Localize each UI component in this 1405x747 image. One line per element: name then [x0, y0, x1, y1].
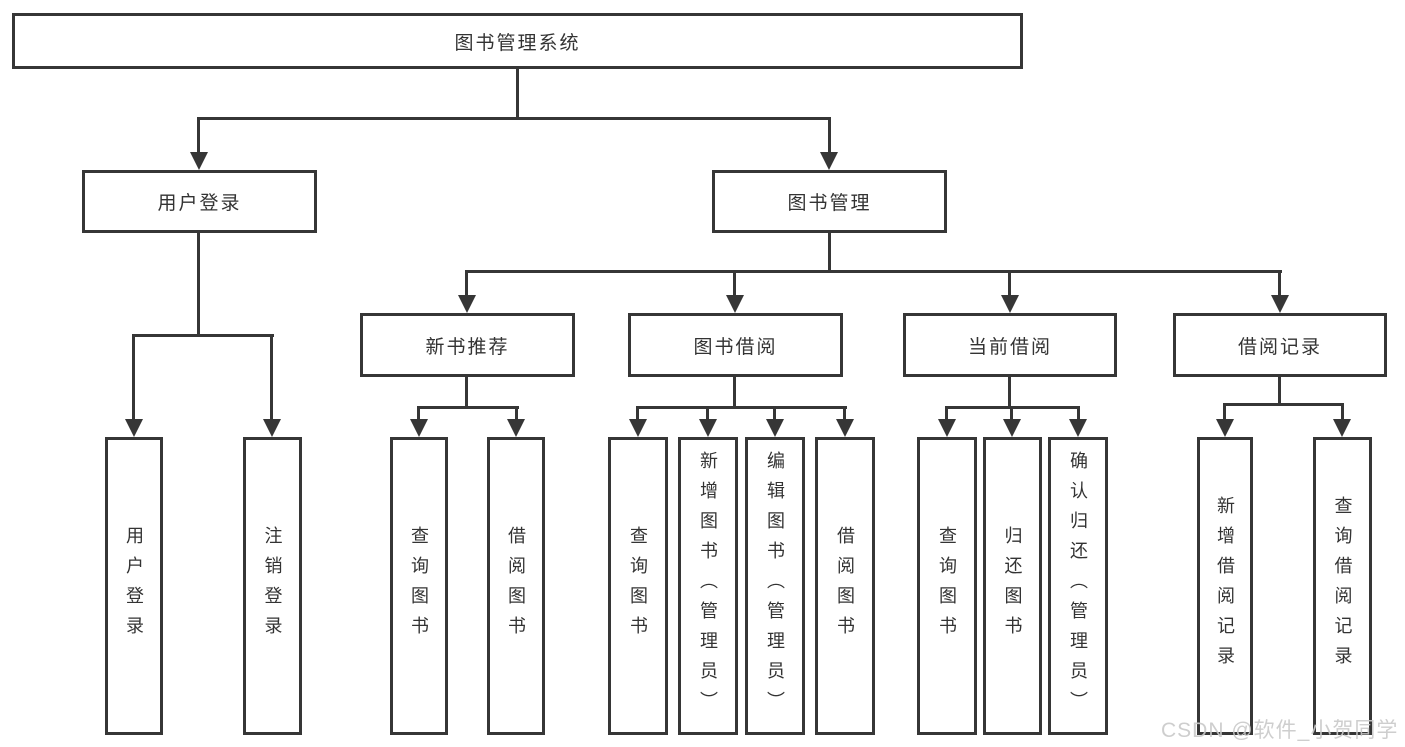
- connector-line: [1278, 270, 1281, 298]
- arrow-down-icon: [190, 152, 208, 170]
- node-book-borrowing: 图书借阅: [628, 313, 843, 377]
- connector-line: [132, 334, 274, 337]
- connector-line: [636, 406, 847, 409]
- node-leaf-add-book-admin: 新增图书（管理员）: [678, 437, 738, 735]
- arrow-down-icon: [820, 152, 838, 170]
- connector-line: [1008, 270, 1011, 298]
- node-leaf-query-books-recommend: 查询图书: [390, 437, 448, 735]
- connector-line: [733, 270, 736, 298]
- arrow-down-icon: [938, 419, 956, 437]
- connector-line: [465, 270, 468, 298]
- node-leaf-edit-book-admin: 编辑图书（管理员）: [745, 437, 805, 735]
- arrow-down-icon: [1333, 419, 1351, 437]
- connector-line: [828, 233, 831, 273]
- arrow-down-icon: [507, 419, 525, 437]
- connector-line: [1341, 403, 1344, 421]
- connector-line: [1008, 377, 1011, 409]
- node-leaf-borrow-books: 借阅图书: [815, 437, 875, 735]
- connector-line: [1010, 406, 1013, 421]
- connector-line: [945, 406, 948, 421]
- connector-line: [132, 334, 135, 422]
- watermark-text: CSDN @软件_小贺同学: [1161, 719, 1399, 742]
- connector-line: [465, 270, 1282, 273]
- arrow-down-icon: [726, 295, 744, 313]
- arrow-down-icon: [410, 419, 428, 437]
- node-user-login: 用户登录: [82, 170, 317, 233]
- node-leaf-query-books-current: 查询图书: [917, 437, 977, 735]
- arrow-down-icon: [125, 419, 143, 437]
- connector-line: [197, 233, 200, 337]
- arrow-down-icon: [766, 419, 784, 437]
- node-new-book-recommend: 新书推荐: [360, 313, 575, 377]
- connector-line: [197, 117, 200, 154]
- connector-line: [197, 117, 831, 120]
- node-leaf-return-books: 归还图书: [983, 437, 1042, 735]
- node-library-system: 图书管理系统: [12, 13, 1023, 69]
- arrow-down-icon: [1216, 419, 1234, 437]
- connector-line: [515, 406, 518, 421]
- connector-line: [733, 377, 736, 409]
- connector-line: [1223, 403, 1344, 406]
- connector-line: [1223, 403, 1226, 421]
- arrow-down-icon: [263, 419, 281, 437]
- node-book-management: 图书管理: [712, 170, 947, 233]
- connector-line: [270, 334, 273, 422]
- arrow-down-icon: [1271, 295, 1289, 313]
- connector-line: [465, 377, 468, 409]
- node-leaf-query-books-borrowing: 查询图书: [608, 437, 668, 735]
- connector-line: [636, 406, 639, 421]
- node-leaf-confirm-return-admin: 确认归还（管理员）: [1048, 437, 1108, 735]
- node-leaf-query-borrow-record: 查询借阅记录: [1313, 437, 1372, 735]
- arrow-down-icon: [1069, 419, 1087, 437]
- connector-line: [773, 406, 776, 421]
- node-current-borrowing: 当前借阅: [903, 313, 1117, 377]
- connector-line: [1278, 377, 1281, 406]
- connector-line: [1077, 406, 1080, 421]
- connector-line: [417, 406, 420, 421]
- arrow-down-icon: [458, 295, 476, 313]
- arrow-down-icon: [629, 419, 647, 437]
- node-leaf-user-login: 用户登录: [105, 437, 163, 735]
- arrow-down-icon: [1003, 419, 1021, 437]
- connector-line: [417, 406, 519, 409]
- node-leaf-add-borrow-record: 新增借阅记录: [1197, 437, 1253, 735]
- connector-line: [706, 406, 709, 421]
- connector-line: [843, 406, 846, 421]
- node-leaf-logout: 注销登录: [243, 437, 302, 735]
- arrow-down-icon: [836, 419, 854, 437]
- arrow-down-icon: [1001, 295, 1019, 313]
- node-leaf-borrow-books-recommend: 借阅图书: [487, 437, 545, 735]
- node-borrow-records: 借阅记录: [1173, 313, 1387, 377]
- connector-line: [516, 69, 519, 119]
- arrow-down-icon: [699, 419, 717, 437]
- connector-line: [828, 117, 831, 154]
